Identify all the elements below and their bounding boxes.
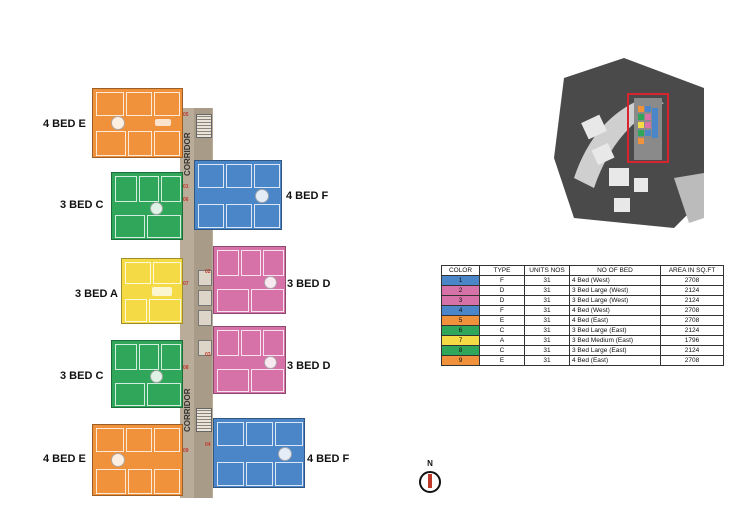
unit-number: 08 [183, 365, 189, 371]
color-swatch-cell: 1 [441, 275, 480, 286]
units-cell: 31 [524, 335, 570, 346]
units-cell: 31 [524, 355, 570, 366]
lift-core-2 [198, 290, 212, 306]
bed-cell: 3 Bed Large (West) [569, 295, 661, 306]
color-swatch-cell: 2 [441, 285, 480, 296]
north-label: N [427, 459, 433, 468]
type-cell: D [479, 295, 525, 306]
area-cell: 2124 [660, 345, 724, 356]
units-cell: 31 [524, 285, 570, 296]
bed-cell: 4 Bed (West) [569, 305, 661, 316]
unit-number: 07 [183, 281, 189, 287]
unit-4bed-f-bottom [213, 418, 305, 488]
corridor-label-bottom: CORRIDOR [183, 388, 192, 432]
column-header: AREA IN SQ.FT [660, 265, 724, 276]
area-cell: 2124 [660, 285, 724, 296]
corridor-label-top: CORRIDOR [183, 132, 192, 176]
area-cell: 2124 [660, 325, 724, 336]
unit-label: 4 BED E [43, 118, 86, 130]
unit-legend-table: COLOR TYPE UNITS NOS NO OF BED AREA IN S… [441, 265, 724, 366]
color-swatch-cell: 7 [441, 335, 480, 346]
type-cell: A [479, 335, 525, 346]
area-cell: 2708 [660, 355, 724, 366]
unit-number: 04 [205, 442, 211, 448]
units-cell: 31 [524, 295, 570, 306]
type-cell: E [479, 355, 525, 366]
column-header: NO OF BED [569, 265, 661, 276]
area-cell: 2708 [660, 305, 724, 316]
column-header: COLOR [441, 265, 480, 276]
unit-number: 09 [183, 448, 189, 454]
table-header-row: COLOR TYPE UNITS NOS NO OF BED AREA IN S… [441, 265, 724, 276]
unit-number: 05 [183, 112, 189, 118]
bed-cell: 3 Bed Large (East) [569, 345, 661, 356]
unit-number: 06 [183, 197, 189, 203]
type-cell: F [479, 275, 525, 286]
bed-cell: 4 Bed (East) [569, 315, 661, 326]
bed-cell: 4 Bed (East) [569, 355, 661, 366]
unit-label: 3 BED A [75, 288, 118, 300]
units-cell: 31 [524, 315, 570, 326]
site-plan-image [554, 58, 704, 228]
bed-cell: 3 Bed Large (East) [569, 325, 661, 336]
area-cell: 2708 [660, 275, 724, 286]
color-swatch-cell: 8 [441, 345, 480, 356]
unit-4bed-f-top [194, 160, 282, 230]
lift-core-4 [198, 340, 212, 356]
color-swatch-cell: 6 [441, 325, 480, 336]
unit-label: 4 BED F [307, 453, 350, 465]
unit-label: 4 BED F [286, 190, 329, 202]
unit-3bed-c-top [111, 172, 183, 240]
unit-number: 02 [205, 269, 211, 275]
area-cell: 1796 [660, 335, 724, 346]
unit-3bed-d-top [213, 246, 286, 314]
color-swatch-cell: 9 [441, 355, 480, 366]
type-cell: F [479, 305, 525, 316]
units-cell: 31 [524, 345, 570, 356]
unit-3bed-d-bottom [213, 326, 286, 394]
unit-label: 3 BED C [60, 199, 104, 211]
unit-label: 3 BED D [287, 360, 331, 372]
bed-cell: 3 Bed Large (West) [569, 285, 661, 296]
unit-3bed-a [121, 258, 183, 324]
units-cell: 31 [524, 305, 570, 316]
lift-core-3 [198, 310, 212, 326]
unit-4bed-e-bottom [92, 424, 183, 496]
unit-4bed-e-top [92, 88, 183, 158]
type-cell: C [479, 345, 525, 356]
units-cell: 31 [524, 325, 570, 336]
unit-3bed-c-bottom [111, 340, 183, 408]
unit-label: 3 BED C [60, 370, 104, 382]
bed-cell: 3 Bed Medium (East) [569, 335, 661, 346]
units-cell: 31 [524, 275, 570, 286]
color-swatch-cell: 4 [441, 305, 480, 316]
type-cell: D [479, 285, 525, 296]
north-arrow-icon: N [419, 459, 441, 493]
stair-core-bottom [196, 408, 212, 432]
bed-cell: 4 Bed (West) [569, 275, 661, 286]
unit-label: 3 BED D [287, 278, 331, 290]
area-cell: 2124 [660, 295, 724, 306]
type-cell: E [479, 315, 525, 326]
column-header: UNITS NOS [524, 265, 570, 276]
area-cell: 2708 [660, 315, 724, 326]
color-swatch-cell: 5 [441, 315, 480, 326]
column-header: TYPE [479, 265, 525, 276]
type-cell: C [479, 325, 525, 336]
unit-number: 01 [183, 184, 189, 190]
color-swatch-cell: 3 [441, 295, 480, 306]
unit-number: 03 [205, 352, 211, 358]
unit-label: 4 BED E [43, 453, 86, 465]
lift-core-1 [198, 270, 212, 286]
stair-core-top [196, 114, 212, 138]
